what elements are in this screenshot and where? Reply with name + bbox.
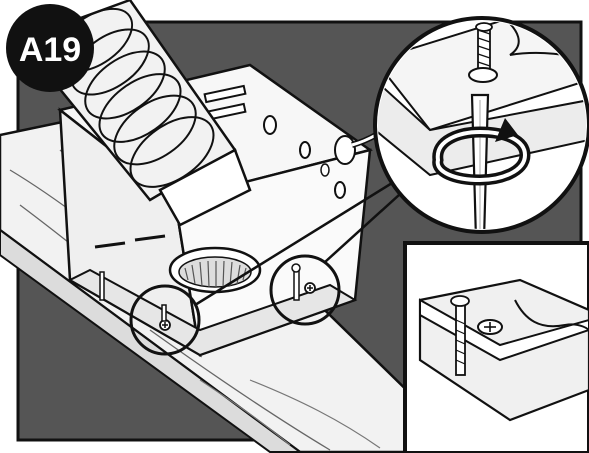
step-label: A19	[19, 31, 81, 69]
right-screw-callout	[269, 254, 341, 326]
step-badge: A19	[6, 4, 94, 92]
zoom-detail-circle	[373, 16, 589, 234]
mounting-screw-icon	[477, 319, 503, 335]
leader-line	[324, 184, 411, 263]
clockwise-rotation-icon	[432, 118, 531, 186]
mounting-screw-icon	[99, 271, 105, 301]
left-screw-callout	[129, 284, 201, 356]
leader-line	[194, 173, 406, 307]
screwdriver-icon	[470, 93, 490, 229]
mounting-screw-icon	[468, 22, 498, 83]
mounting-screw-icon	[291, 263, 316, 301]
mounting-screw-icon	[450, 295, 470, 376]
inset-detail-panel	[403, 241, 589, 453]
mounting-screw-icon	[159, 304, 171, 331]
